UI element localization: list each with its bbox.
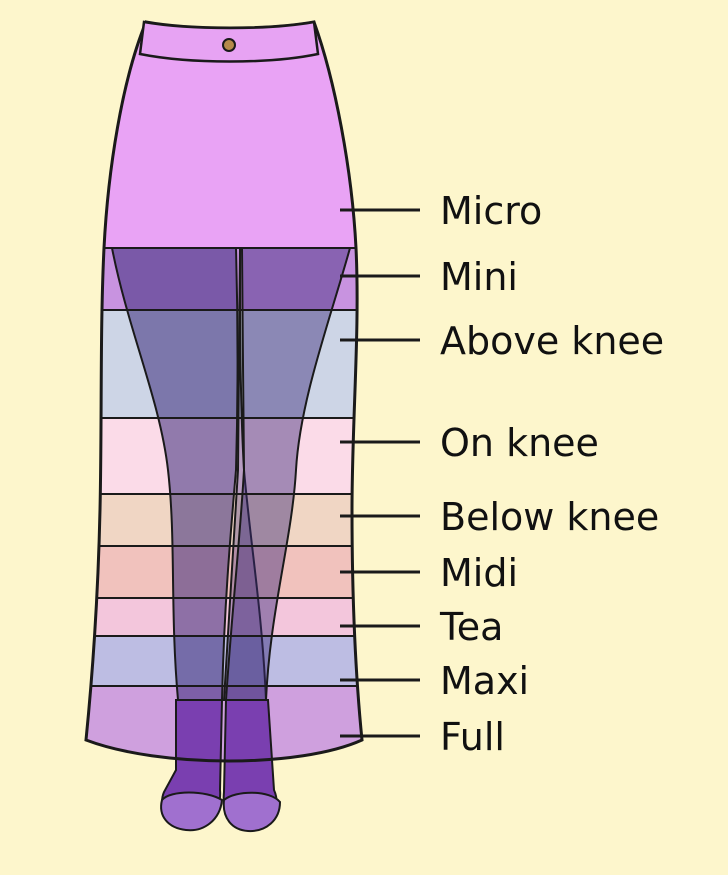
length-label-0: Micro	[440, 189, 542, 233]
length-label-2: Above knee	[440, 319, 664, 363]
length-label-7: Maxi	[440, 659, 529, 703]
left-shoe-sole	[160, 791, 224, 832]
length-label-1: Mini	[440, 255, 518, 299]
waist-button	[222, 38, 236, 52]
length-label-6: Tea	[439, 605, 503, 649]
right-shoe-sole	[222, 791, 282, 833]
band-dividers	[86, 247, 362, 687]
length-label-4: Below knee	[440, 495, 659, 539]
length-label-8: Full	[440, 715, 505, 759]
length-label-5: Midi	[440, 551, 518, 595]
length-label-3: On knee	[440, 421, 599, 465]
skirt-outline	[84, 20, 364, 763]
legs	[110, 247, 352, 833]
